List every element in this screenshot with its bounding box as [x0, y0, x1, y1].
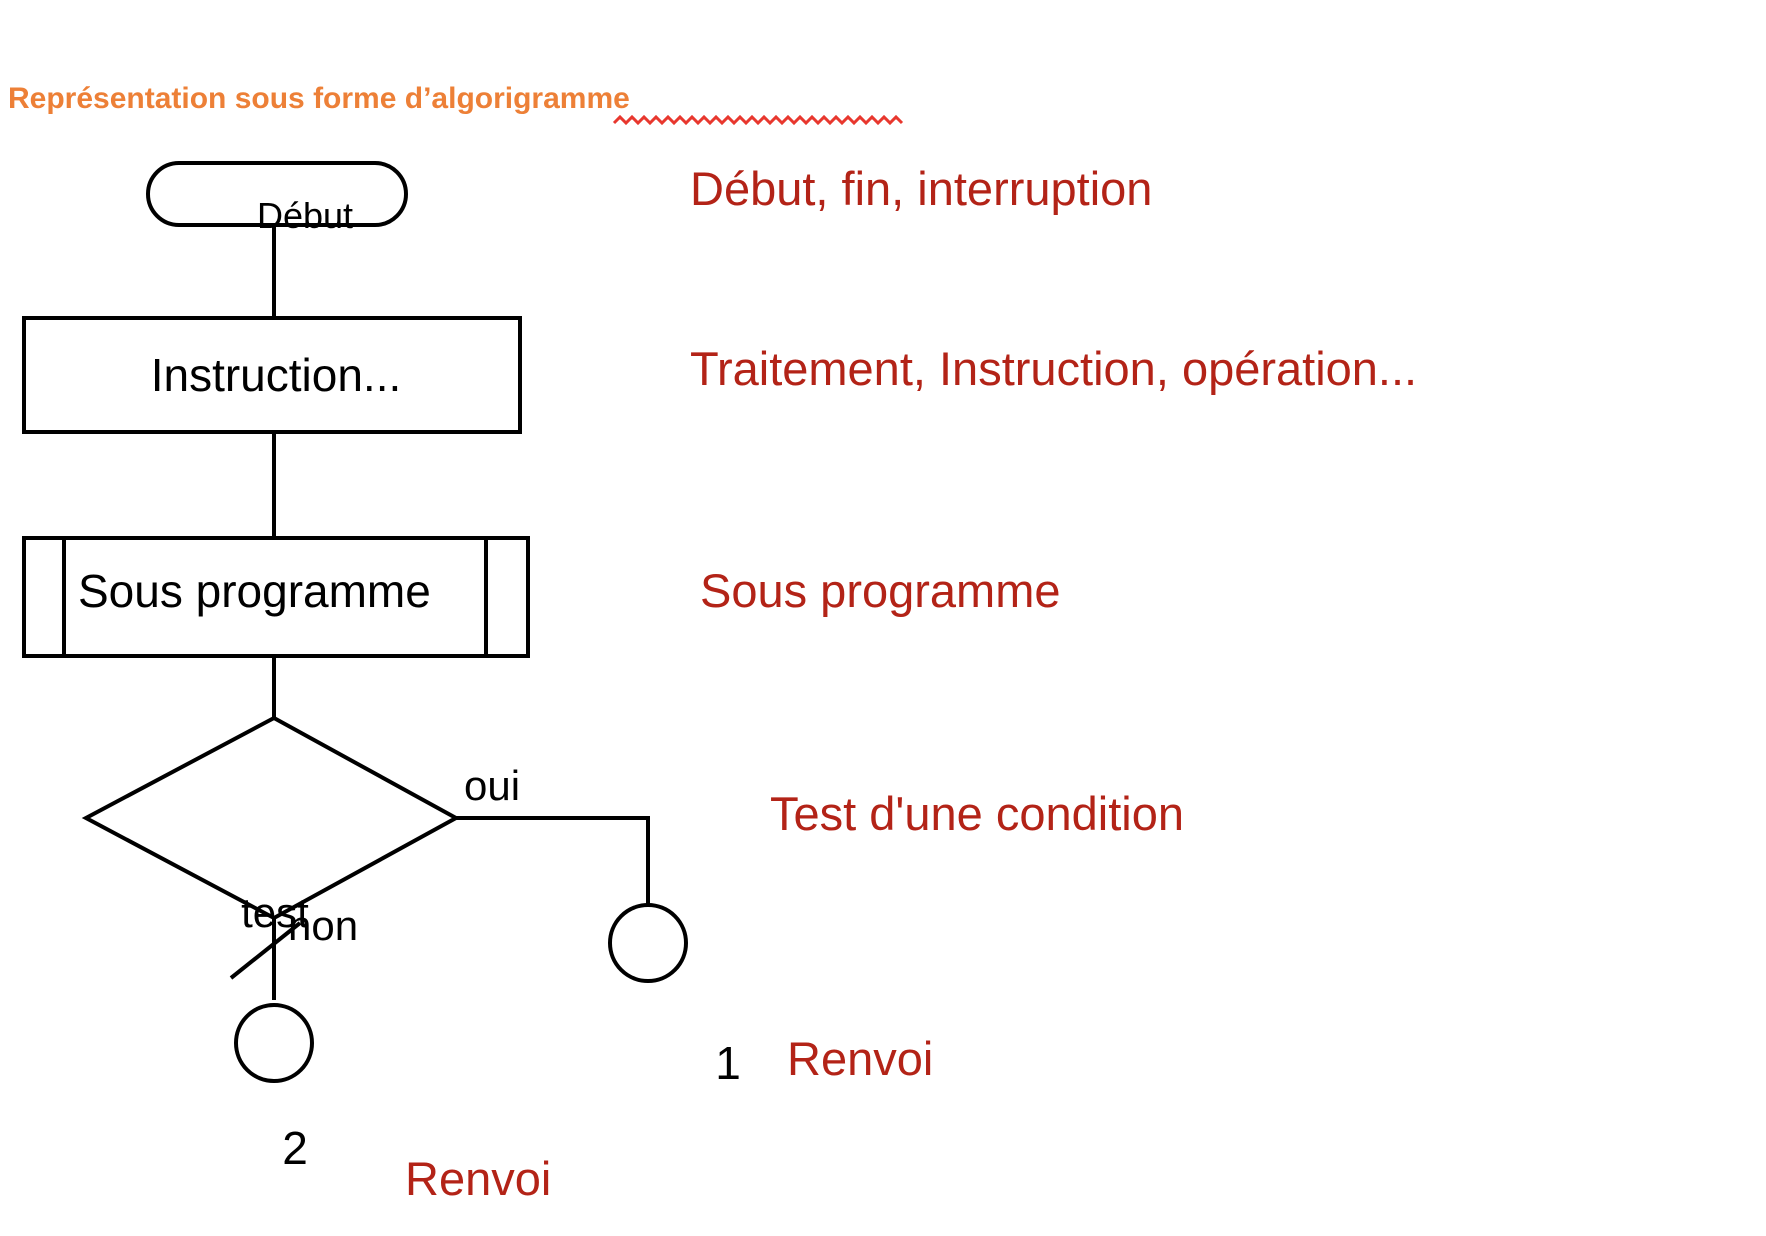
shape-label-connector-2: 2	[282, 1122, 308, 1174]
shape-connector-2-circle[interactable]	[234, 1003, 314, 1083]
edge-label-oui: oui	[464, 762, 521, 809]
shape-label-connector-1: 1	[715, 1037, 741, 1089]
slide-title: Représentation sous forme d’algorigramme	[8, 82, 630, 116]
legend-item-connector-2: Renvoi	[405, 1152, 552, 1205]
edge-test-yes-to-connector-1	[456, 816, 650, 906]
legend-item-decision: Test d'une condition	[770, 787, 1184, 840]
legend-item-subprogram: Sous programme	[700, 564, 1061, 617]
shape-test-decision[interactable]	[81, 715, 461, 921]
legend-item-terminator: Début, fin, interruption	[690, 162, 1153, 215]
slide-title-misspelled-word: algorigramme	[431, 82, 630, 115]
spellcheck-squiggle	[612, 114, 904, 126]
shape-label-test: test	[241, 889, 309, 936]
slide-title-prefix: Représentation sous forme d’	[8, 82, 432, 115]
edge-label-non: non	[288, 902, 359, 949]
shape-label-instruction: Instruction...	[150, 349, 402, 401]
legend-item-connector-1: Renvoi	[787, 1032, 934, 1085]
shape-label-debut: Début	[256, 195, 354, 236]
shape-connector-1-circle[interactable]	[608, 903, 688, 983]
legend-item-process: Traitement, Instruction, opération...	[690, 342, 1418, 395]
edge-no-tick-mark	[229, 921, 302, 980]
shape-label-sous-programme: Sous programme	[78, 565, 431, 617]
shape-debut-terminator[interactable]	[146, 161, 408, 227]
